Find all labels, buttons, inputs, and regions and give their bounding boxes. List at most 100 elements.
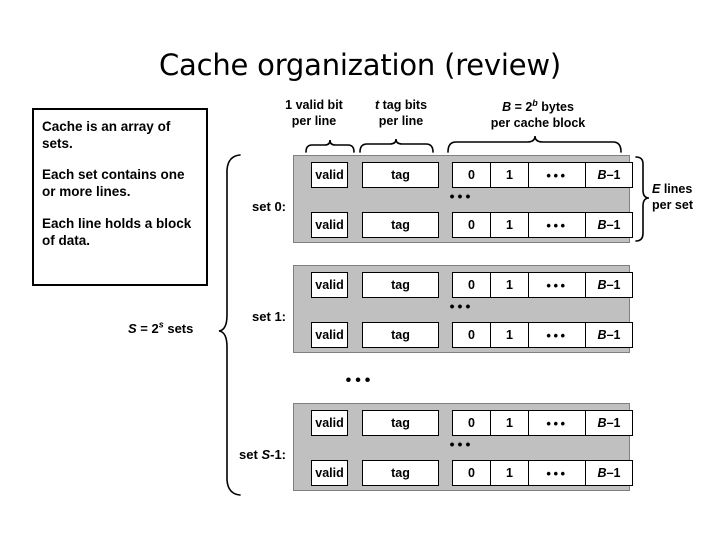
data-byte-ellipsis-dots: ••• [546,415,568,431]
valid-bit-annotation-line2: per line [291,114,337,128]
valid-cell: valid [311,410,348,436]
tag-column-brace [359,138,434,153]
lines-per-set-line1: E lines [652,181,693,197]
data-byte-1: 1 [491,273,529,297]
block-size-eq: = 2 [511,100,533,114]
data-byte-last-suffix: –1 [606,416,621,430]
lines-per-set-annotation: E lines per set [652,181,693,213]
set-block-1: valid tag 0 1 ••• B–1 ••• valid tag 0 1 … [293,265,633,353]
data-byte-0: 0 [453,461,491,485]
data-byte-ellipsis: ••• [529,323,586,347]
data-byte-1: 1 [491,411,529,435]
data-byte-ellipsis-dots: ••• [546,465,568,481]
data-byte-last-symbol: B [597,278,607,292]
lines-per-set-symbol: E [652,182,661,196]
valid-column-brace [305,139,355,153]
data-byte-ellipsis-dots: ••• [546,217,568,233]
data-byte-0: 0 [453,411,491,435]
data-block-strip: 0 1 ••• B–1 [452,460,633,486]
set-label-0-prefix: set [252,199,275,214]
valid-cell: valid [311,212,348,238]
block-size-annotation-line2: per cache block [490,116,586,130]
cache-line-row: valid tag 0 1 ••• B–1 [311,460,633,486]
set-label-last: set S-1: [166,447,286,462]
set-label-last-suffix: -1: [270,447,286,462]
data-byte-ellipsis-dots: ••• [546,277,568,293]
set-block-last: valid tag 0 1 ••• B–1 ••• valid tag 0 1 … [293,403,633,491]
data-block-strip: 0 1 ••• B–1 [452,410,633,436]
sets-units: sets [163,321,194,336]
data-byte-1: 1 [491,323,529,347]
data-block-strip: 0 1 ••• B–1 [452,322,633,348]
data-block-strip: 0 1 ••• B–1 [452,162,633,188]
tag-bits-symbol: t [374,98,380,112]
lines-per-set-line2: per set [652,198,693,212]
data-byte-0: 0 [453,323,491,347]
data-byte-ellipsis: ••• [529,163,586,187]
cache-line-row: valid tag 0 1 ••• B–1 [311,212,633,238]
data-byte-1: 1 [491,163,529,187]
block-size-units: bytes [537,100,574,114]
valid-cell: valid [311,322,348,348]
data-byte-last-symbol: B [597,218,607,232]
data-byte-last-symbol: B [597,168,607,182]
tag-bits-annotation-line1: t tag bits [360,97,442,113]
data-byte-last-suffix: –1 [606,218,621,232]
set-label-1-suffix: 1: [274,309,286,324]
sets-exponent: s [158,319,164,330]
set-label-last-prefix: set [239,447,262,462]
data-byte-last: B–1 [586,323,632,347]
lines-per-set-text: lines [660,182,693,196]
data-block-strip: 0 1 ••• B–1 [452,212,633,238]
data-byte-0: 0 [453,163,491,187]
data-byte-ellipsis-dots: ••• [546,327,568,343]
cache-line-row: valid tag 0 1 ••• B–1 [311,272,633,298]
data-byte-last-suffix: –1 [606,328,621,342]
sets-vertical-ellipsis: ••• [345,372,375,389]
block-size-annotation: B = 2b bytes per cache block [452,98,624,131]
data-byte-ellipsis: ••• [529,411,586,435]
tag-cell: tag [362,162,439,188]
data-byte-1: 1 [491,461,529,485]
set-label-0-suffix: 0: [274,199,286,214]
data-byte-last-suffix: –1 [606,466,621,480]
data-byte-last: B–1 [586,273,632,297]
lines-per-set-brace [635,156,650,242]
tag-bits-annotation: t tag bits per line [360,97,442,129]
data-byte-last-symbol: B [597,416,607,430]
cache-line-row: valid tag 0 1 ••• B–1 [311,410,633,436]
tag-cell: tag [362,322,439,348]
set-label-0: set 0: [186,199,286,214]
data-byte-last: B–1 [586,461,632,485]
valid-bit-annotation-line1: 1 valid bit [285,98,343,112]
tag-bits-text: tag bits [379,98,428,112]
data-byte-last: B–1 [586,163,632,187]
set-label-1-prefix: set [252,309,275,324]
sets-symbol: S [128,321,137,336]
data-byte-1: 1 [491,213,529,237]
tag-bits-annotation-line2: per line [378,114,424,128]
data-byte-last: B–1 [586,213,632,237]
description-line-2: Each set contains one or more lines. [42,167,185,200]
data-block-brace [447,135,622,153]
set-label-1: set 1: [186,309,286,324]
description-line-1: Cache is an array of sets. [42,119,171,152]
page-title: Cache organization (review) [158,48,562,82]
valid-cell: valid [311,162,348,188]
block-size-symbol: B [502,100,512,114]
data-block-strip: 0 1 ••• B–1 [452,272,633,298]
set-lines-ellipsis: ••• [449,436,474,452]
data-byte-0: 0 [453,273,491,297]
data-byte-ellipsis: ••• [529,213,586,237]
tag-cell: tag [362,460,439,486]
set-lines-ellipsis: ••• [449,298,474,314]
set-lines-ellipsis: ••• [449,188,474,204]
tag-cell: tag [362,410,439,436]
tag-cell: tag [362,272,439,298]
data-byte-last-suffix: –1 [606,278,621,292]
data-byte-ellipsis: ••• [529,461,586,485]
valid-bit-annotation: 1 valid bit per line [266,97,362,129]
tag-cell: tag [362,212,439,238]
sets-eq: = 2 [136,321,159,336]
data-byte-last-suffix: –1 [606,168,621,182]
